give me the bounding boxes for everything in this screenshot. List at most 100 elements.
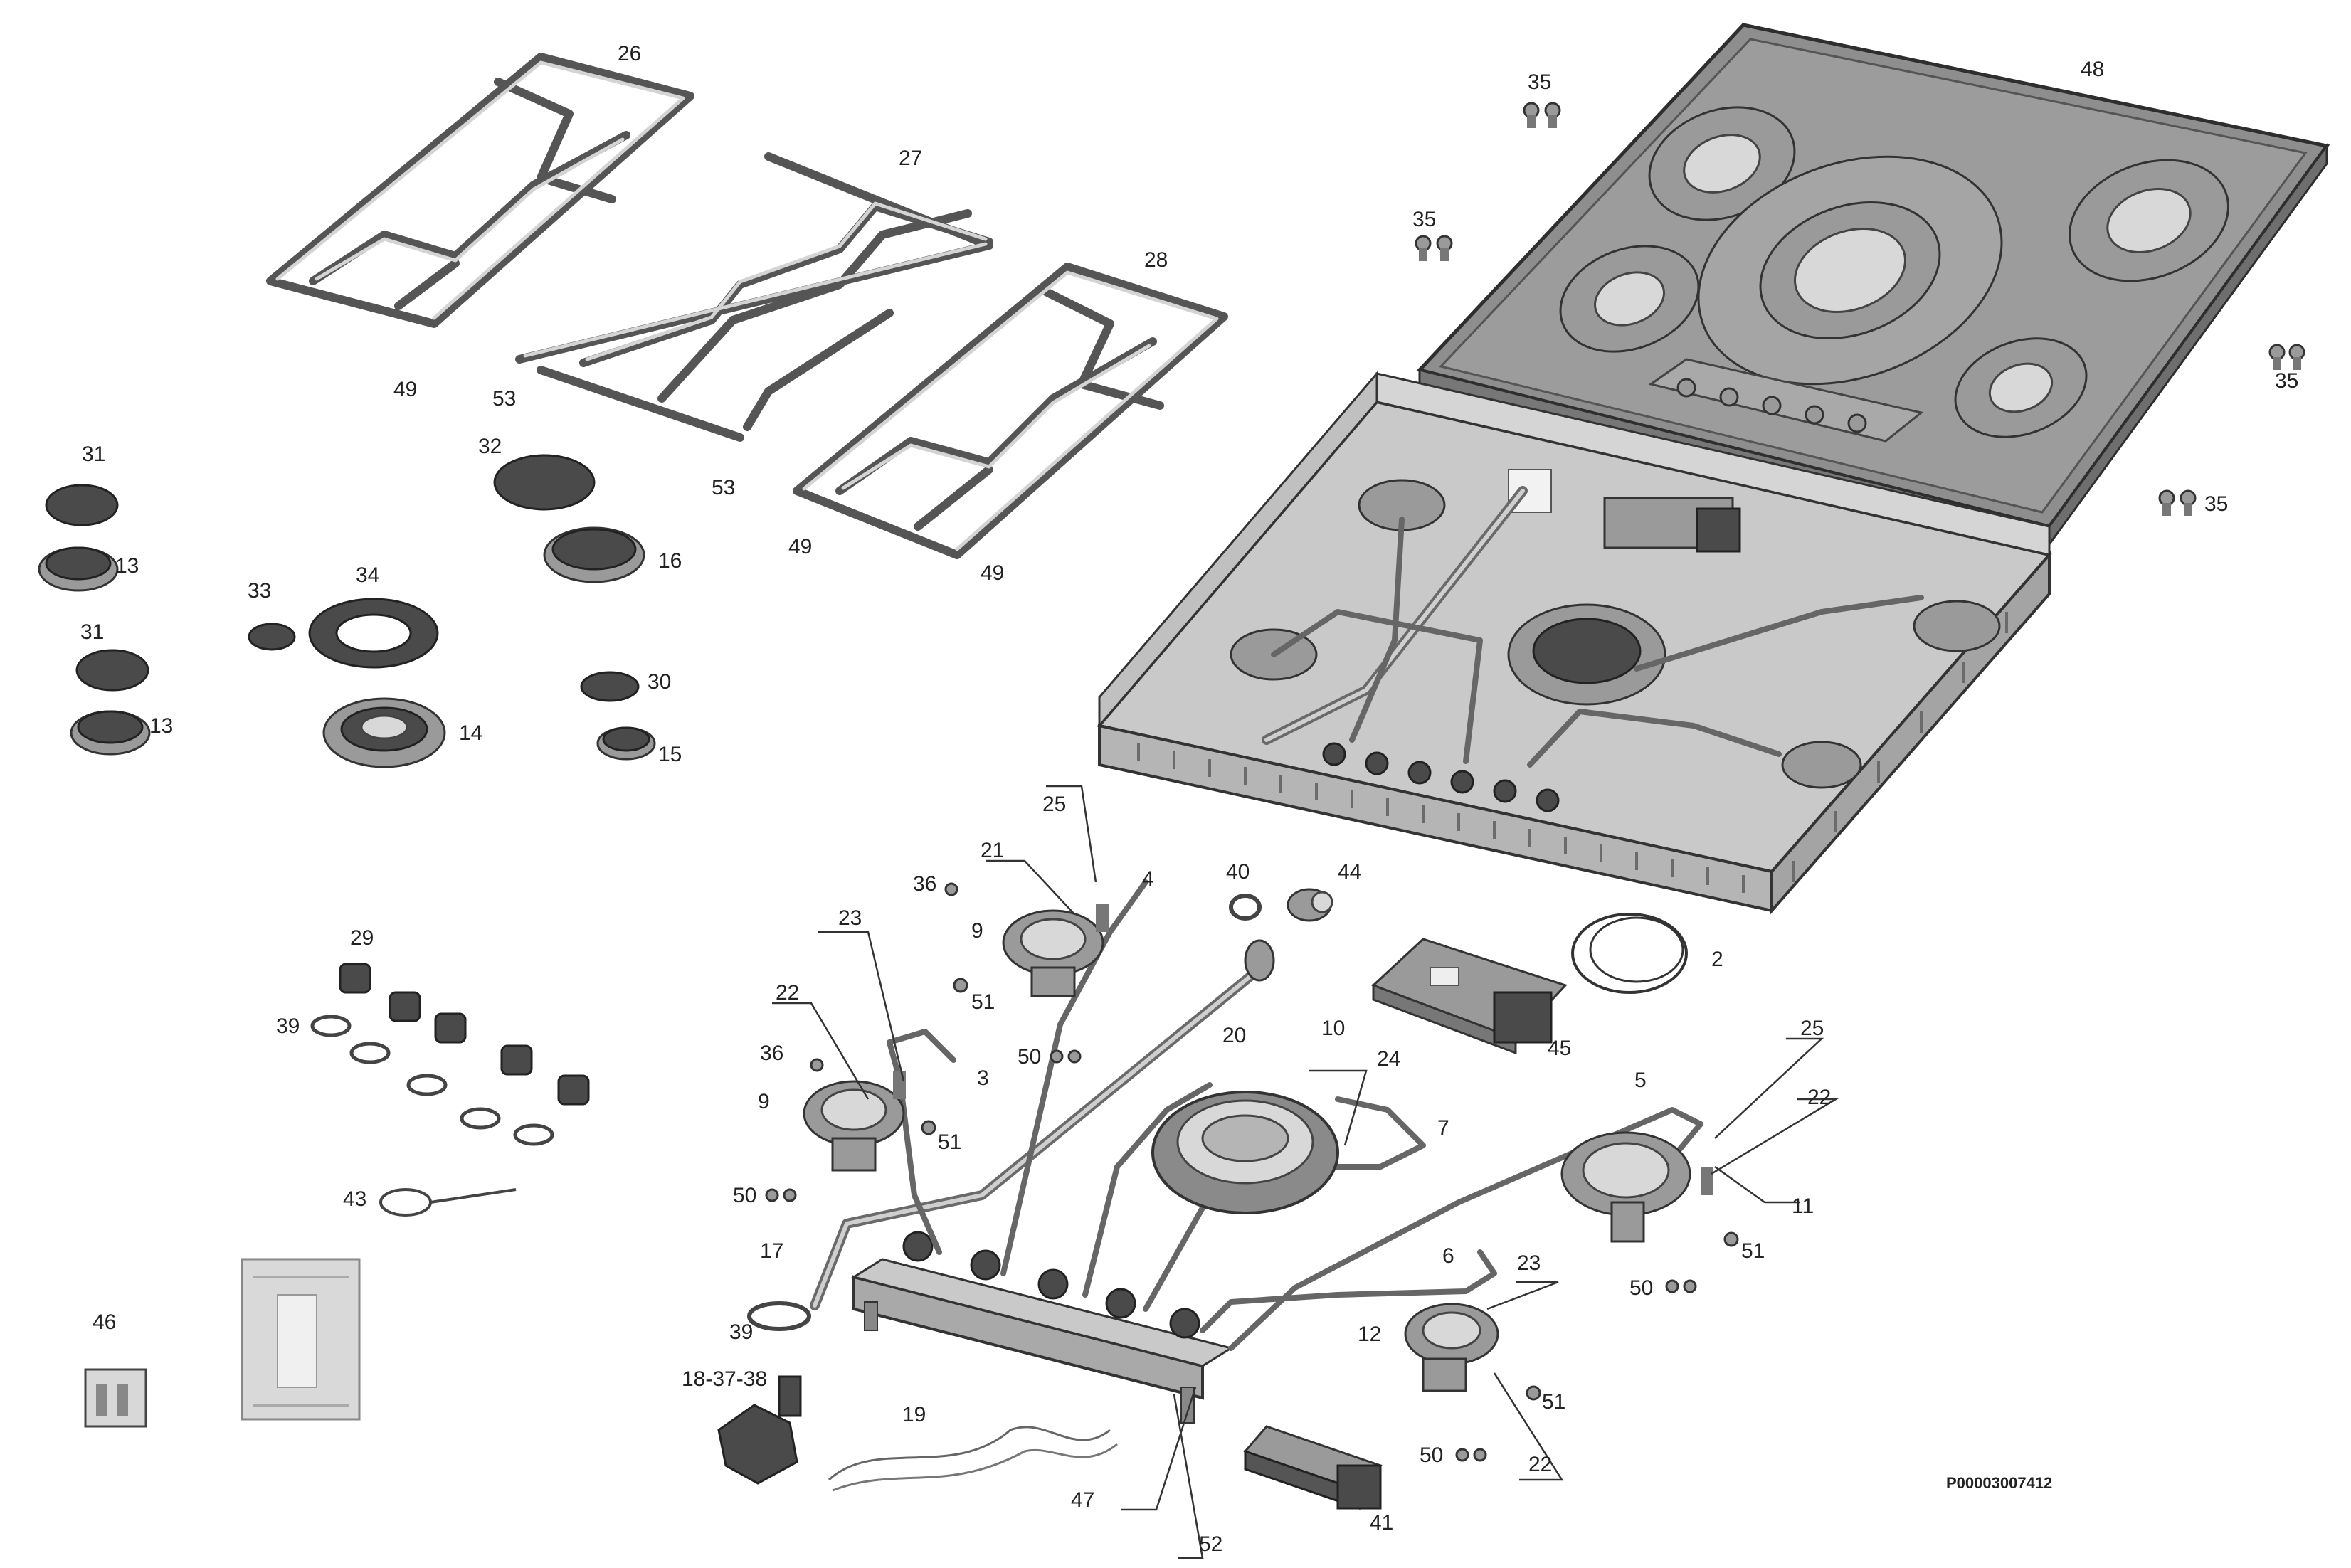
part-label: 7 xyxy=(1437,1116,1449,1140)
part-label: 23 xyxy=(1517,1251,1541,1275)
screw-icon xyxy=(2268,344,2305,370)
part-label: 27 xyxy=(899,147,922,170)
spark-generator xyxy=(1371,938,1568,1055)
part-label: 35 xyxy=(2204,492,2228,516)
part-label: 9 xyxy=(971,919,983,943)
part-label: 19 xyxy=(902,1403,926,1426)
part-label: 36 xyxy=(913,872,936,896)
part-label: 25 xyxy=(1042,793,1066,816)
part-label: 33 xyxy=(248,579,271,603)
part-label: 51 xyxy=(1542,1390,1565,1414)
pan-grate-center xyxy=(515,152,993,442)
part-label: 18-37-38 xyxy=(682,1367,767,1391)
part-label: 47 xyxy=(1071,1488,1094,1512)
part-label: 49 xyxy=(393,378,417,401)
part-label: 11 xyxy=(1792,1194,1814,1218)
part-label: 49 xyxy=(788,535,812,558)
part-label: 4 xyxy=(1142,867,1154,891)
part-label: 29 xyxy=(350,926,374,950)
burner-tray xyxy=(1097,370,2052,915)
part-label: 51 xyxy=(938,1130,961,1154)
small-screws xyxy=(765,882,1739,1462)
part-label: 50 xyxy=(1018,1045,1041,1069)
screw-icon xyxy=(2158,489,2197,516)
gas-fittings xyxy=(1229,888,1333,922)
control-knobs-group xyxy=(310,963,590,1146)
part-label: 3 xyxy=(977,1066,989,1090)
part-label: 35 xyxy=(1528,70,1551,94)
part-label: 25 xyxy=(1800,1017,1824,1040)
part-label: 24 xyxy=(1377,1047,1400,1071)
part-label: 26 xyxy=(618,42,641,65)
burner-assembly-front-left xyxy=(803,1071,906,1172)
part-label: 12 xyxy=(1358,1323,1381,1346)
part-label: 28 xyxy=(1144,248,1168,272)
part-label: 31 xyxy=(82,443,105,466)
part-label: 43 xyxy=(343,1187,366,1211)
part-label: 35 xyxy=(2275,369,2298,393)
part-label: 44 xyxy=(1338,860,1361,884)
ignition-cable-loop xyxy=(1571,913,1688,994)
part-label: 22 xyxy=(1807,1086,1831,1109)
document-code: P00003007412 xyxy=(1946,1474,2052,1492)
screw-35-group xyxy=(1415,102,2305,516)
part-label: 50 xyxy=(733,1184,756,1207)
wiring-harness xyxy=(828,1426,1118,1492)
pan-grate-left xyxy=(266,53,694,328)
part-label: 53 xyxy=(712,476,735,499)
screw-icon xyxy=(1523,102,1561,128)
part-label: 31 xyxy=(80,620,104,644)
pan-grate-right xyxy=(793,263,1228,559)
part-label: 45 xyxy=(1548,1037,1571,1060)
burner-assembly-rear-left xyxy=(1002,904,1109,997)
gas-supply-pipe xyxy=(810,939,1275,1310)
part-label: 39 xyxy=(729,1320,753,1344)
part-labels: 26 27 28 49 53 53 49 49 35 48 35 35 35 3… xyxy=(80,42,2298,1556)
part-label: 22 xyxy=(1528,1453,1552,1476)
gas-valve xyxy=(717,1301,811,1485)
part-label: 40 xyxy=(1226,860,1250,884)
part-label: 32 xyxy=(478,435,502,458)
part-label: 5 xyxy=(1634,1069,1647,1092)
part-label: 51 xyxy=(1741,1239,1765,1263)
gas-manifold xyxy=(851,1231,1234,1424)
part-label: 17 xyxy=(760,1239,783,1263)
part-label: 41 xyxy=(1370,1511,1393,1535)
part-label: 23 xyxy=(838,906,862,930)
part-label: 35 xyxy=(1412,208,1436,231)
part-label: 49 xyxy=(981,561,1004,585)
part-label: 9 xyxy=(758,1090,770,1113)
part-46-bracket xyxy=(84,1368,147,1428)
burner-assembly-front-right xyxy=(1404,1303,1499,1392)
gas-pipes xyxy=(887,879,1703,1351)
burner-caps-group xyxy=(38,454,656,768)
part-label: 53 xyxy=(492,387,516,410)
part-label: 15 xyxy=(658,743,682,766)
part-label: 22 xyxy=(776,981,799,1005)
part-label: 21 xyxy=(981,839,1004,862)
part-label: 52 xyxy=(1199,1532,1222,1556)
part-label: 16 xyxy=(658,549,682,573)
part-label: 13 xyxy=(149,714,173,738)
terminal-block xyxy=(1243,1425,1383,1510)
part-label: 39 xyxy=(276,1015,300,1038)
part-label: 20 xyxy=(1222,1024,1246,1047)
part-label: 2 xyxy=(1711,948,1723,971)
burner-assembly-center-wok xyxy=(1151,1091,1339,1214)
part-label: 34 xyxy=(356,563,379,587)
gas-nozzle-key xyxy=(379,1188,517,1217)
part-label: 48 xyxy=(2081,58,2104,81)
instruction-leaflet xyxy=(241,1258,361,1421)
part-label: 6 xyxy=(1442,1244,1454,1268)
part-label: 14 xyxy=(459,721,482,745)
part-label: 50 xyxy=(1420,1443,1443,1467)
burner-assembly-right xyxy=(1560,1131,1713,1243)
part-label: 36 xyxy=(760,1042,783,1065)
leader-lines xyxy=(772,785,1839,1559)
part-label: 13 xyxy=(115,554,139,578)
part-label: 10 xyxy=(1321,1017,1345,1040)
part-label: 50 xyxy=(1629,1276,1653,1300)
part-label: 46 xyxy=(93,1310,116,1334)
screw-icon xyxy=(1415,235,1453,261)
